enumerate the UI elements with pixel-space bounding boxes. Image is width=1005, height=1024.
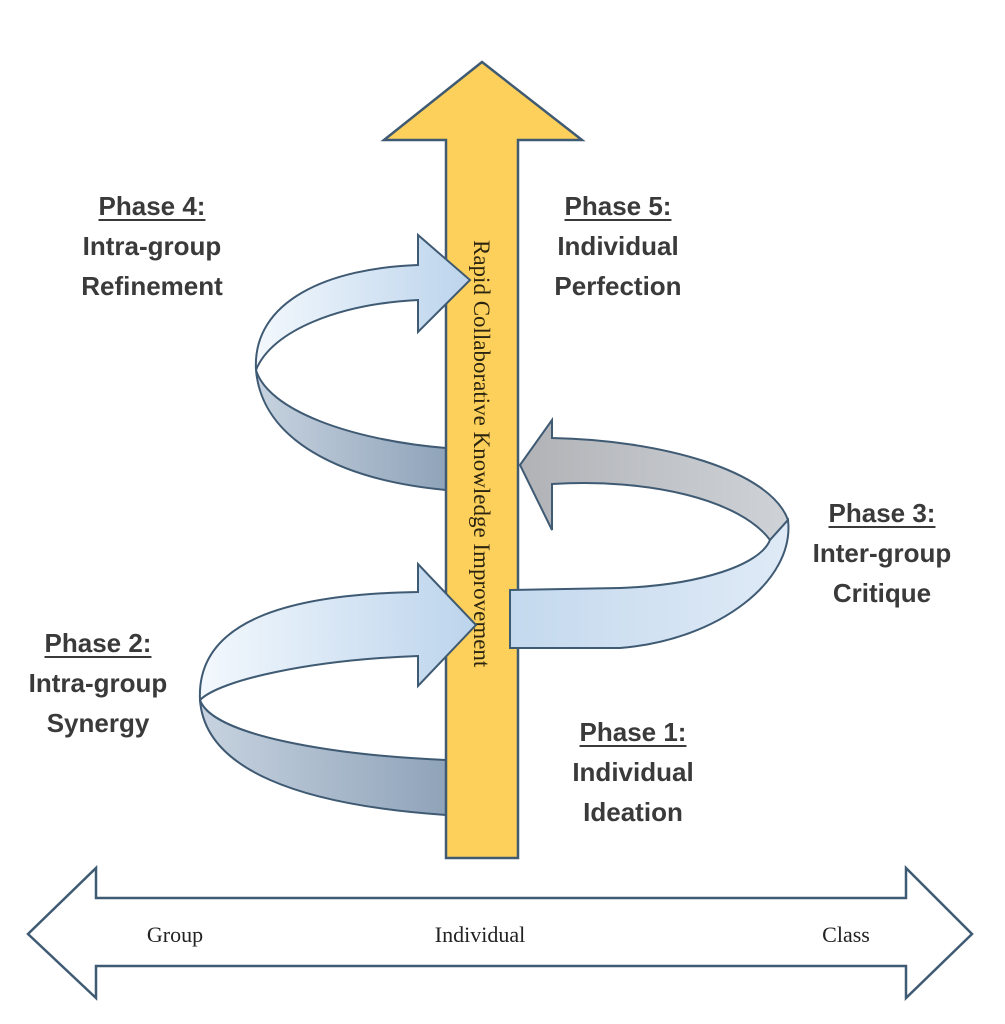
- phase-3-line1: Inter-group: [812, 538, 952, 568]
- phase-1-line2: Ideation: [583, 797, 683, 827]
- phase-5-line2: Perfection: [554, 271, 682, 301]
- central-arrow-label: Rapid Collaborative Knowledge Improvemen…: [469, 240, 494, 668]
- phase-3-label: Phase 3: Inter-group Critique: [782, 493, 982, 613]
- phase4-ribbon-front: [254, 232, 472, 371]
- horizontal-arrow-shape: [26, 864, 974, 1001]
- phase2-ribbon-back: [199, 699, 447, 817]
- phase-4-line1: Intra-group: [82, 231, 222, 261]
- phase-2-line1: Intra-group: [28, 668, 168, 698]
- phase4-ribbon-back: [255, 369, 447, 492]
- phase-2-line2: Synergy: [46, 708, 150, 738]
- horizontal-double-arrow: Group Individual Class: [26, 864, 974, 1001]
- phase2-ribbon-front: [198, 561, 478, 703]
- phase-4-line2: Refinement: [81, 271, 223, 301]
- axis-label-class: Class: [822, 922, 870, 947]
- phase-2-title: Phase 2:: [44, 628, 152, 658]
- phase-1-title: Phase 1:: [579, 717, 687, 747]
- phase-4-label: Phase 4: Intra-group Refinement: [52, 186, 252, 306]
- phase-4-title: Phase 4:: [98, 191, 206, 221]
- phase3-ribbon-back: [518, 416, 790, 542]
- phase-5-line1: Individual: [557, 231, 679, 261]
- phase-2-label: Phase 2: Intra-group Synergy: [0, 623, 196, 743]
- phase-1-line1: Individual: [572, 757, 694, 787]
- phase-1-label: Phase 1: Individual Ideation: [533, 712, 733, 832]
- axis-label-individual: Individual: [435, 922, 525, 947]
- phase-5-label: Phase 5: Individual Perfection: [518, 186, 718, 306]
- phase-3-line2: Critique: [832, 578, 932, 608]
- phase-5-title: Phase 5:: [564, 191, 672, 221]
- central-up-arrow: [380, 60, 586, 860]
- axis-label-group: Group: [147, 922, 203, 947]
- phase3-ribbon-front: [509, 517, 790, 649]
- phase-3-title: Phase 3:: [828, 498, 936, 528]
